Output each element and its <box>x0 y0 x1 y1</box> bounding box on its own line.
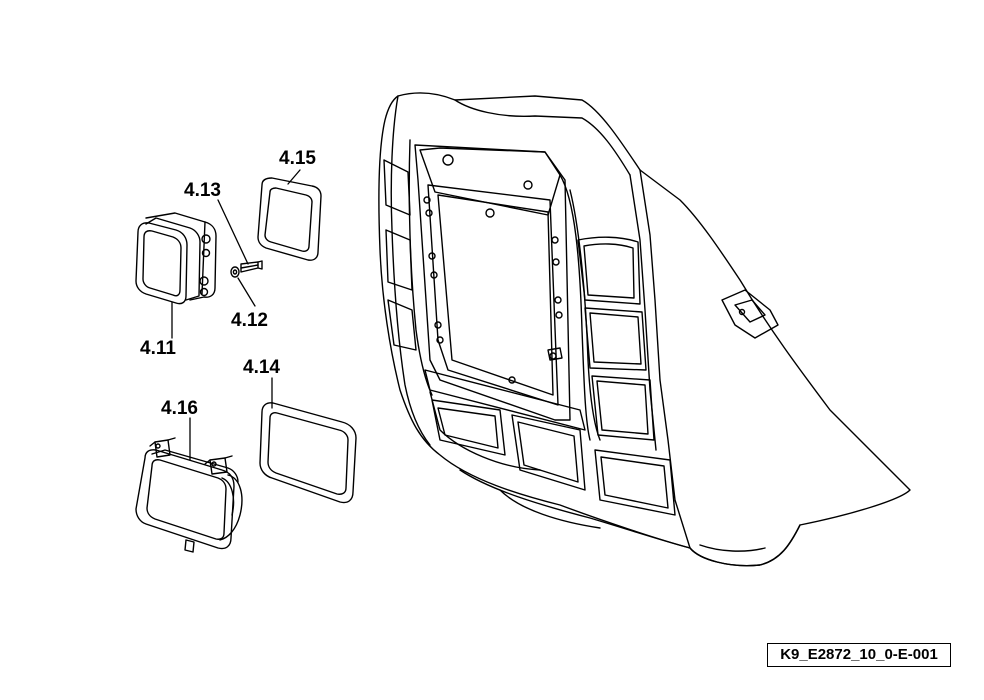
leader-lines <box>171 169 301 461</box>
rect-lamp-part-4-16 <box>135 437 243 553</box>
washer-part-4-12 <box>230 266 240 278</box>
leader-4-13 <box>217 199 249 265</box>
screw-part-4-13 <box>240 260 263 273</box>
drawing-reference-code: K9_E2872_10_0-E-001 <box>767 643 951 667</box>
leader-4-15 <box>287 169 301 185</box>
callout-4-15: 4.15 <box>279 148 316 169</box>
console-housing <box>378 92 911 567</box>
callout-4-11: 4.11 <box>140 338 176 359</box>
gasket-large-part-4-14 <box>259 402 357 504</box>
callout-4-16: 4.16 <box>161 398 198 419</box>
leader-4-12 <box>237 277 256 307</box>
callout-4-13: 4.13 <box>184 180 221 201</box>
gasket-small-part-4-15 <box>257 177 322 261</box>
square-lamp-part-4-11 <box>135 212 217 305</box>
callout-4-14: 4.14 <box>243 357 280 378</box>
callout-4-12: 4.12 <box>231 310 268 331</box>
